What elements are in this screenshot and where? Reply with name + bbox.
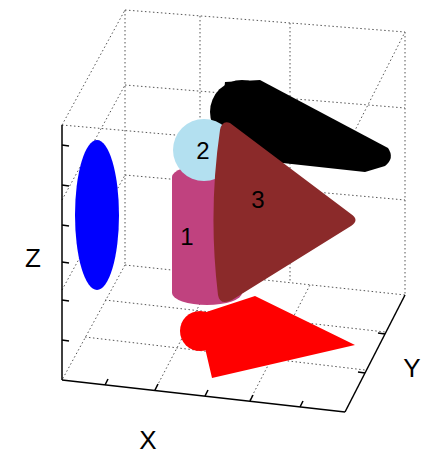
- callout-number: 2: [196, 139, 209, 163]
- callout-number: 3: [251, 188, 264, 212]
- axis-label: Z: [25, 245, 41, 271]
- axis-label: X: [139, 427, 156, 453]
- callout-number: 1: [180, 225, 193, 249]
- shape-outline: [208, 120, 358, 305]
- cone-shape: 3: [208, 120, 358, 305]
- axis-label: Y: [403, 355, 420, 381]
